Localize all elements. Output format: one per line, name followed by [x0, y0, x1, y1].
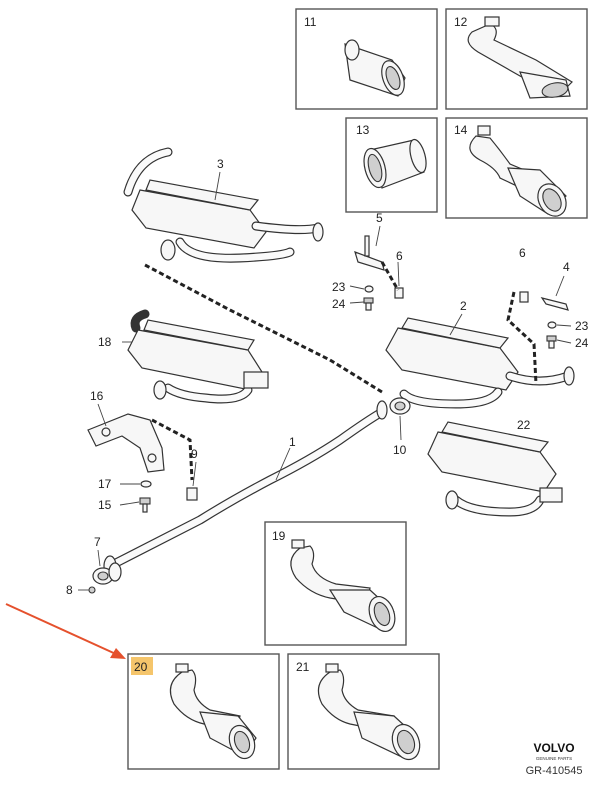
fasteners-23-24-b[interactable]	[546, 321, 557, 349]
bracket-16[interactable]	[87, 413, 165, 473]
inset-12[interactable]: 12	[445, 8, 588, 110]
callout-6a: 6	[396, 249, 403, 263]
volvo-logo: VOLVO GENUINE PARTS	[533, 741, 574, 761]
callout-24b: 24	[575, 336, 589, 350]
inset-11[interactable]: 11	[295, 8, 438, 110]
callout-6b: 6	[519, 246, 526, 260]
muffler-22[interactable]	[427, 421, 563, 517]
tailpipe-19	[290, 539, 396, 633]
tailpipe-21	[317, 663, 421, 761]
callout-2: 2	[460, 299, 467, 313]
callout-23b: 23	[575, 319, 589, 333]
clamp-10[interactable]	[389, 397, 411, 415]
callout-9: 9	[191, 447, 198, 461]
sleeve-13	[363, 138, 427, 189]
tailpipe-12	[467, 16, 573, 99]
inset-21-label: 21	[296, 660, 310, 674]
inset-13-label: 13	[356, 123, 370, 137]
tailpipe-tip-11	[344, 39, 406, 97]
inset-13[interactable]: 13	[345, 117, 438, 213]
brand-name: VOLVO	[533, 741, 574, 755]
hanger-line-4	[506, 291, 538, 385]
inset-11-label: 11	[304, 15, 317, 29]
inset-20[interactable]: 20	[127, 653, 280, 770]
callout-8: 8	[66, 583, 73, 597]
hanger-9-line	[151, 418, 194, 481]
flange-7[interactable]	[92, 562, 122, 585]
rubber-mount-6b[interactable]	[519, 291, 529, 303]
callout-24a: 24	[332, 297, 346, 311]
inset-19[interactable]: 19	[264, 521, 407, 646]
hanger-line-3-to-1	[144, 263, 383, 394]
tailpipe-14	[469, 125, 567, 217]
callout-4: 4	[563, 260, 570, 274]
diagram-code: GR-410545	[526, 765, 583, 777]
inset-14-label: 14	[454, 123, 468, 137]
inset-19-label: 19	[272, 529, 286, 543]
inset-21[interactable]: 21	[287, 653, 440, 770]
tailpipe-20	[169, 663, 257, 760]
callout-1: 1	[289, 435, 296, 449]
nut-8[interactable]	[88, 586, 96, 594]
callout-10: 10	[393, 443, 407, 457]
inset-20-label: 20	[134, 660, 148, 674]
inset-14[interactable]: 14	[445, 117, 588, 221]
brand-subtitle: GENUINE PARTS	[536, 756, 572, 761]
rear-muffler-3[interactable]	[123, 147, 324, 263]
callout-17: 17	[98, 477, 112, 491]
callout-22: 22	[517, 418, 531, 432]
callout-23a: 23	[332, 280, 346, 294]
callout-15: 15	[98, 498, 112, 512]
callout-18: 18	[98, 335, 112, 349]
rubber-mount-6a[interactable]	[394, 287, 404, 299]
rubber-mount-9[interactable]	[186, 487, 198, 501]
callout-3: 3	[217, 157, 224, 171]
callout-5: 5	[376, 211, 383, 225]
bracket-4[interactable]	[540, 297, 569, 311]
muffler-2[interactable]	[385, 317, 575, 409]
muffler-18[interactable]	[127, 309, 269, 404]
bolt-15[interactable]	[139, 497, 151, 513]
washer-17[interactable]	[140, 480, 152, 488]
inset-20-highlight	[131, 657, 153, 675]
hanger-line-5	[380, 261, 400, 291]
callout-7: 7	[94, 535, 101, 549]
callout-16: 16	[90, 389, 104, 403]
inset-12-label: 12	[454, 15, 468, 29]
red-arrow-pointer	[5, 603, 126, 659]
leader-lines	[78, 171, 572, 591]
fasteners-23-24-a[interactable]	[363, 285, 374, 311]
bracket-5[interactable]	[354, 235, 385, 271]
